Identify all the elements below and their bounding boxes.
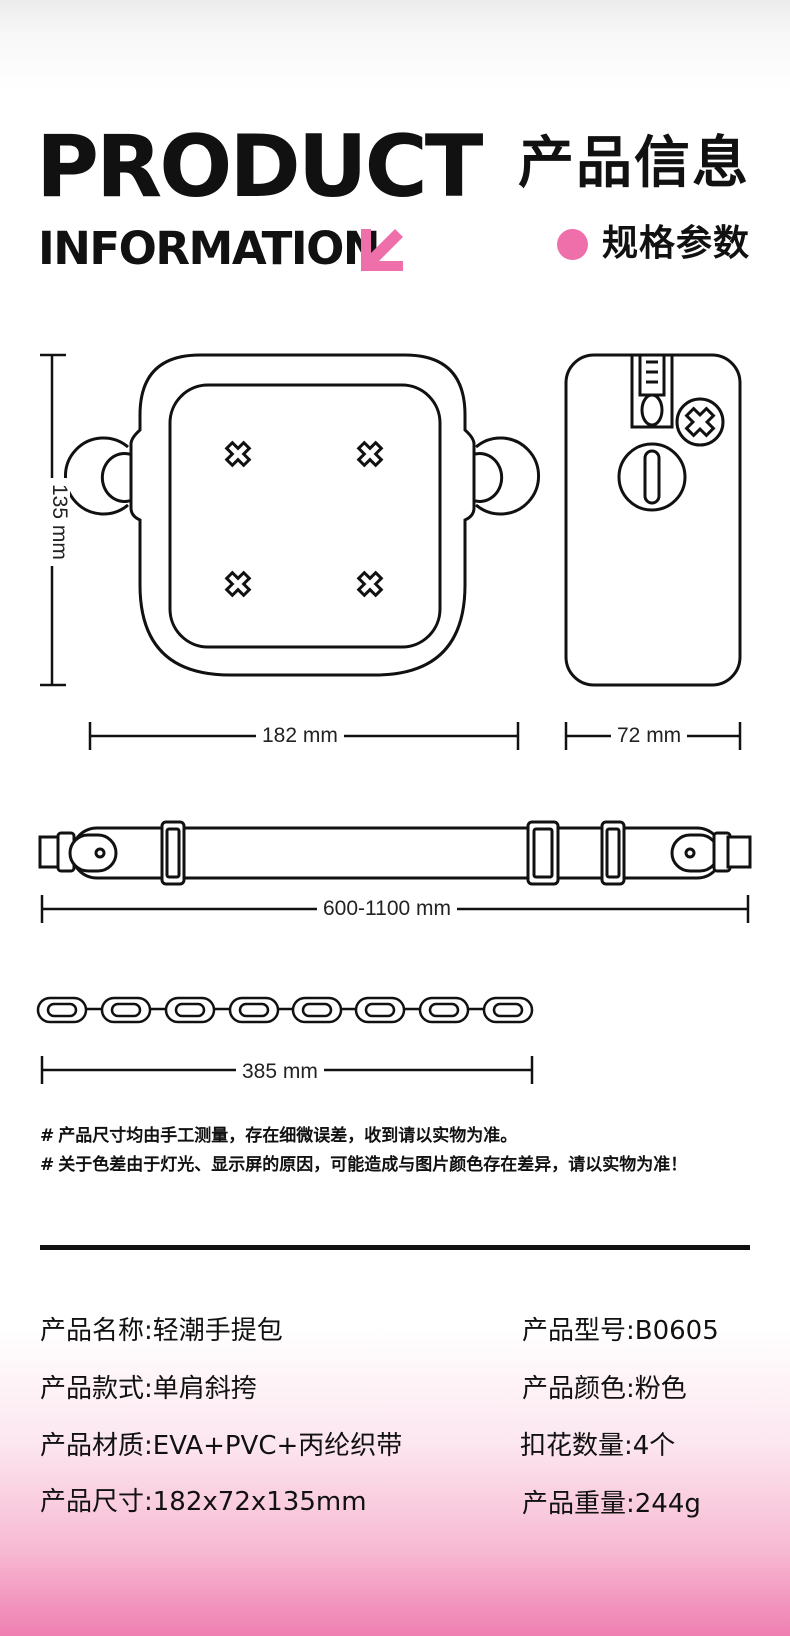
dim-strap-label: 600-1100 mm bbox=[317, 898, 458, 919]
divider bbox=[40, 1245, 750, 1250]
spec-color: 产品颜色:粉色 bbox=[522, 1374, 687, 1404]
arrow-down-left-icon bbox=[361, 229, 403, 271]
note-line-1: #产品尺寸均由手工测量，存在细微误差，收到请以实物为准。 bbox=[40, 1122, 687, 1151]
pink-dot-icon bbox=[556, 228, 588, 260]
bag-diagram bbox=[40, 353, 742, 687]
dim-height-label: 135 mm bbox=[48, 478, 71, 566]
spec-model: 产品型号:B0605 bbox=[522, 1316, 719, 1346]
notes: #产品尺寸均由手工测量，存在细微误差，收到请以实物为准。 #关于色差由于灯光、显… bbox=[40, 1122, 687, 1180]
note-text-2: 关于色差由于灯光、显示屏的原因，可能造成与图片颜色存在差异，请以实物为准！ bbox=[58, 1155, 688, 1175]
subtitle-cn: 规格参数 bbox=[601, 223, 750, 264]
strap-diagram bbox=[38, 820, 752, 923]
subtitle-row: 规格参数 bbox=[556, 223, 750, 264]
title-en-product: PRODUCT bbox=[36, 117, 483, 217]
dim-chain-label: 385 mm bbox=[236, 1061, 324, 1082]
spec-material: 产品材质:EVA+PVC+丙纶织带 bbox=[40, 1431, 403, 1461]
spec-buttons: 扣花数量:4个 bbox=[520, 1431, 676, 1461]
dim-width-label: 182 mm bbox=[256, 725, 344, 746]
bag-front-view bbox=[63, 353, 541, 677]
bag-side-view bbox=[564, 353, 742, 687]
top-fade-band bbox=[0, 0, 790, 90]
spec-weight: 产品重量:244g bbox=[522, 1489, 701, 1519]
spec-background-gradient bbox=[0, 1252, 790, 1636]
spec-name: 产品名称:轻潮手提包 bbox=[40, 1316, 283, 1346]
note-marker: # bbox=[40, 1126, 55, 1146]
title-cn: 产品信息 bbox=[518, 131, 750, 196]
dim-depth-label: 72 mm bbox=[611, 725, 688, 746]
spec-size: 产品尺寸:182x72x135mm bbox=[40, 1487, 367, 1517]
cross-buttons bbox=[224, 440, 384, 598]
title-en-information: INFORMATION bbox=[38, 222, 381, 275]
note-marker: # bbox=[40, 1155, 55, 1175]
spec-style: 产品款式:单肩斜挎 bbox=[40, 1374, 257, 1404]
chain-diagram bbox=[36, 996, 534, 1084]
note-line-2: #关于色差由于灯光、显示屏的原因，可能造成与图片颜色存在差异，请以实物为准！ bbox=[40, 1151, 687, 1180]
note-text-1: 产品尺寸均由手工测量，存在细微误差，收到请以实物为准。 bbox=[58, 1126, 518, 1146]
